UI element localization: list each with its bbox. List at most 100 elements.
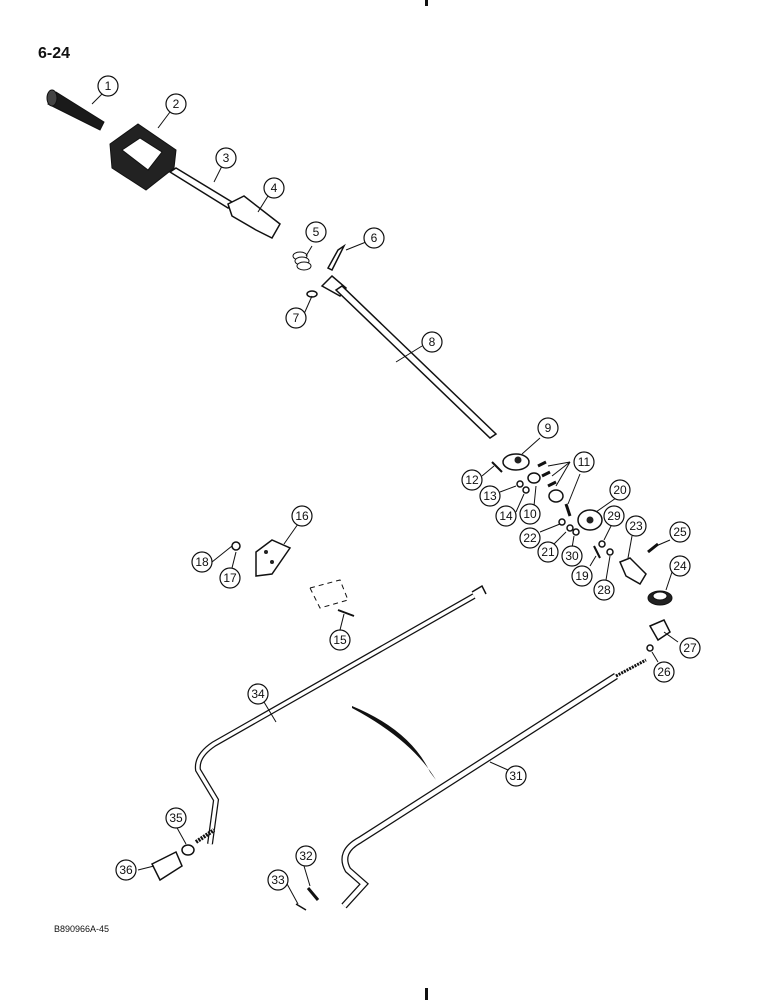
callout-22-label: 22	[523, 531, 537, 545]
part-rod-31	[341, 658, 647, 909]
part-washer-21	[566, 524, 574, 532]
part-bracket-16-holes	[264, 550, 274, 564]
callout-3-label: 3	[223, 151, 230, 165]
part-pin-32	[306, 887, 320, 901]
part-10b	[548, 489, 564, 503]
motion-arc	[352, 706, 436, 780]
callout-11: 11	[573, 451, 595, 473]
part-set-screw-25	[647, 542, 659, 554]
callout-13: 13	[479, 485, 501, 507]
callout-5: 5	[305, 221, 327, 243]
top-register-mark	[425, 0, 428, 6]
part-nut-13	[516, 480, 524, 488]
part-29	[598, 540, 606, 548]
callout-2-label: 2	[173, 97, 180, 111]
callout-10-label: 10	[523, 507, 537, 521]
part-rod	[168, 167, 234, 210]
callout-21: 21	[537, 541, 559, 563]
callout-23-label: 23	[629, 519, 643, 533]
callout-22: 22	[519, 527, 541, 549]
part-bolt-15	[337, 609, 355, 617]
bottom-register-mark	[425, 988, 428, 1000]
callout-27: 27	[679, 637, 701, 659]
leader-lines	[91, 91, 679, 905]
callout-34-label: 34	[251, 687, 265, 701]
callout-20: 20	[609, 479, 631, 501]
callout-9-label: 9	[545, 421, 552, 435]
callout-36-label: 36	[119, 863, 133, 877]
callout-1: 1	[97, 75, 119, 97]
callout-19: 19	[571, 565, 593, 587]
callout-7: 7	[285, 307, 307, 329]
part-washer-30	[572, 528, 580, 536]
callout-30-label: 30	[565, 549, 579, 563]
callout-35: 35	[165, 807, 187, 829]
part-bolt-6	[326, 243, 346, 272]
figure-reference: B890966A-45	[54, 924, 109, 934]
part-27	[648, 619, 671, 642]
part-nut-17	[231, 541, 241, 551]
part-sleeve	[227, 195, 281, 239]
part-pin-19	[593, 545, 601, 559]
callout-6-label: 6	[371, 231, 378, 245]
callout-24-label: 24	[673, 559, 687, 573]
part-cotter-33	[295, 903, 307, 911]
callout-11-label: 11	[578, 455, 591, 469]
callout-25-label: 25	[673, 525, 687, 539]
callout-12: 12	[461, 469, 483, 491]
callout-19-label: 19	[575, 569, 589, 583]
part-bracket-16	[255, 539, 292, 577]
callout-18: 18	[191, 551, 213, 573]
page-number: 6-24	[38, 45, 70, 62]
part-screws-11	[537, 460, 572, 517]
callout-30: 30	[561, 545, 583, 567]
callout-14-label: 14	[499, 509, 513, 523]
callout-29-label: 29	[607, 509, 621, 523]
callout-21-label: 21	[541, 545, 555, 559]
part-26	[646, 644, 654, 652]
callout-18-label: 18	[195, 555, 209, 569]
callout-26: 26	[653, 661, 675, 683]
callout-16: 16	[291, 505, 313, 527]
callout-3: 3	[215, 147, 237, 169]
callout-32: 32	[295, 845, 317, 867]
part-plate-20	[577, 509, 603, 531]
callout-6: 6	[363, 227, 385, 249]
callout-35-label: 35	[169, 811, 183, 825]
part-thread-35	[194, 828, 216, 844]
callout-4-label: 4	[271, 181, 278, 195]
callout-4: 4	[263, 177, 285, 199]
callout-12-label: 12	[465, 473, 479, 487]
callout-23: 23	[625, 515, 647, 537]
callout-28: 28	[593, 579, 615, 601]
callout-32-label: 32	[299, 849, 313, 863]
part-lever	[320, 274, 498, 439]
part-10	[527, 472, 541, 484]
callout-9: 9	[537, 417, 559, 439]
callout-25: 25	[669, 521, 691, 543]
callout-1-label: 1	[105, 79, 112, 93]
callout-34: 34	[247, 683, 269, 705]
callout-7-label: 7	[293, 311, 300, 325]
callout-36: 36	[115, 859, 137, 881]
part-knob	[46, 89, 105, 131]
part-28	[606, 548, 614, 556]
callout-33: 33	[267, 869, 289, 891]
callout-5-label: 5	[313, 225, 320, 239]
part-cap-24	[647, 590, 673, 606]
part-nut-14	[522, 486, 530, 494]
part-bracket-23	[619, 557, 647, 586]
callout-33-label: 33	[271, 873, 285, 887]
callout-17: 17	[219, 567, 241, 589]
part-spring	[292, 251, 312, 271]
callout-15-label: 15	[333, 633, 347, 647]
callout-17-label: 17	[223, 571, 237, 585]
callout-10: 10	[519, 503, 541, 525]
part-boot	[109, 123, 177, 191]
part-pin-12	[491, 461, 503, 473]
callout-13-label: 13	[483, 489, 497, 503]
part-clevis-36	[150, 850, 183, 882]
part-plate-9	[502, 453, 530, 471]
